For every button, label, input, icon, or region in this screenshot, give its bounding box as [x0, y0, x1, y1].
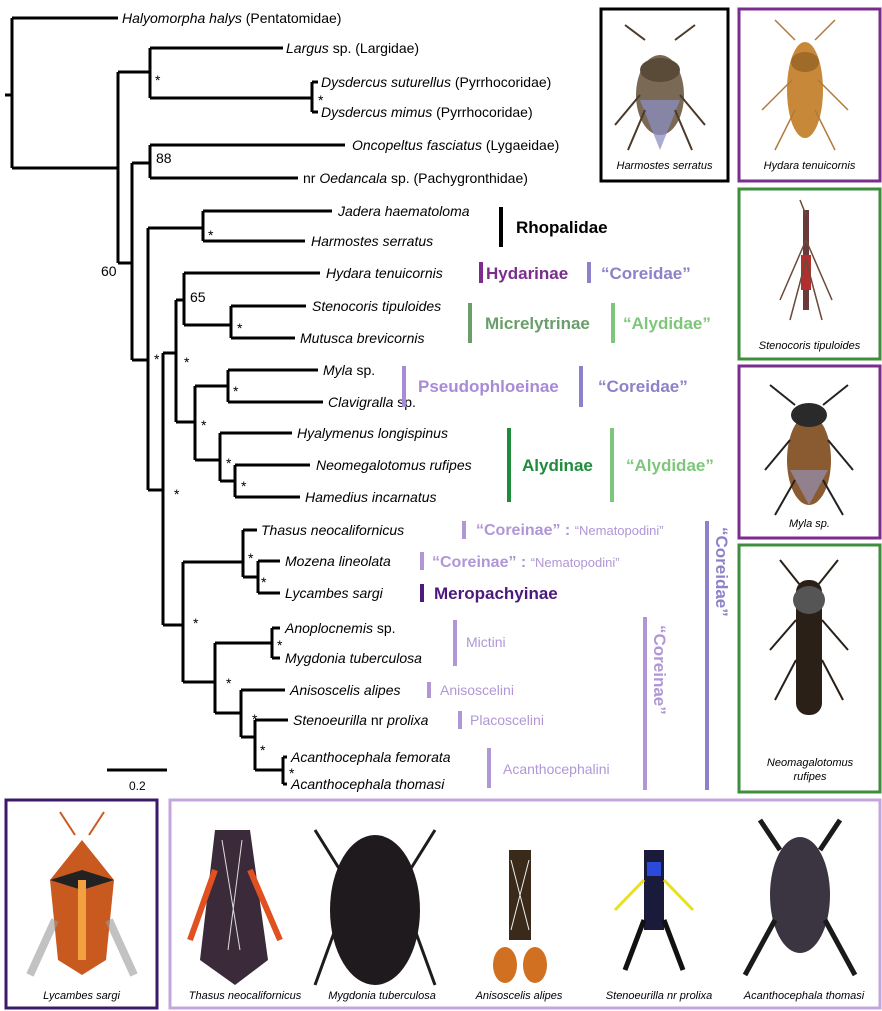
support-star: * — [241, 478, 247, 494]
support-value: 88 — [156, 150, 172, 166]
insect-photos — [6, 9, 880, 1008]
tip-label: Dysdercus mimus (Pyrrhocoridae) — [321, 104, 533, 120]
caption-stenocoris: Stenocoris tipuloides — [739, 340, 880, 352]
label-coreinae-nematopodini: “Coreinae” : “Nematopodini” — [432, 554, 620, 571]
tip-label: Hydara tenuicornis — [326, 265, 443, 281]
support-star: * — [318, 92, 324, 108]
label-coreinae-vertical: “Coreinae” — [650, 625, 669, 715]
label-hydarinae: Hydarinae — [486, 264, 568, 283]
label-coreidae-vertical: “Coreidae” — [712, 527, 731, 617]
label-acanthocephalini: Acanthocephalini — [503, 761, 610, 777]
label-alydidae: “Alydidae” — [626, 456, 714, 475]
support-star: * — [248, 550, 254, 566]
support-value: 60 — [101, 263, 117, 279]
support-star: * — [261, 574, 267, 590]
tip-label: Stenoeurilla nr prolixa — [293, 712, 429, 728]
support-star: * — [277, 637, 283, 653]
tip-label: Myla sp. — [323, 362, 375, 378]
tip-label: Thasus neocalifornicus — [261, 522, 404, 538]
support-star: * — [226, 675, 232, 691]
tip-label: Acanthocephala thomasi — [290, 776, 445, 792]
tree-branches — [5, 18, 345, 784]
label-anisoscelini: Anisoscelini — [440, 682, 514, 698]
label-alydinae: Alydinae — [522, 456, 593, 475]
label-coreidae: “Coreidae” — [601, 264, 691, 283]
label-meropachyinae: Meropachyinae — [434, 584, 558, 603]
support-star: * — [174, 486, 180, 502]
tip-label: Anoplocnemis sp. — [284, 620, 396, 636]
caption-neomegalotomus: Neomagalotomus rufipes — [760, 756, 860, 784]
caption-harmostes: Harmostes serratus — [601, 160, 728, 172]
caption-anisoscelis: Anisoscelis alipes — [460, 990, 578, 1002]
caption-hydara: Hydara tenuicornis — [739, 160, 880, 172]
tip-label: Halyomorpha halys (Pentatomidae) — [122, 10, 341, 26]
caption-stenoeurilla: Stenoeurilla nr prolixa — [594, 990, 724, 1002]
tip-label: Lycambes sargi — [285, 585, 384, 601]
support-star: * — [155, 72, 161, 88]
support-value: 65 — [190, 289, 206, 305]
support-star: * — [184, 354, 190, 370]
tip-label: Neomegalotomus rufipes — [316, 457, 472, 473]
caption-myla: Myla sp. — [739, 518, 880, 530]
support-star: * — [154, 351, 160, 367]
label-alydidae: “Alydidae” — [623, 314, 711, 333]
support-star: * — [233, 383, 239, 399]
label-coreinae-nematopodini: “Coreinae” : “Nematopodini” — [476, 522, 664, 539]
tip-label: Harmostes serratus — [311, 233, 433, 249]
tip-label: Hamedius incarnatus — [305, 489, 437, 505]
tip-label: Mygdonia tuberculosa — [285, 650, 422, 666]
tip-labels: Halyomorpha halys (Pentatomidae) Largus … — [122, 10, 559, 792]
tip-label: Stenocoris tipuloides — [312, 298, 441, 314]
scale-label: 0.2 — [129, 779, 146, 793]
support-star: * — [252, 711, 258, 727]
label-placoscelini: Placoscelini — [470, 712, 544, 728]
group-labels: Rhopalidae Hydarinae “Coreidae” Micrelyt… — [418, 218, 731, 777]
tip-label: Largus sp. (Largidae) — [286, 40, 419, 56]
label-micrelytrinae: Micrelytrinae — [485, 314, 590, 333]
tip-label: Mozena lineolata — [285, 553, 391, 569]
tip-label: Anisoscelis alipes — [289, 682, 401, 698]
tip-label: Dysdercus suturellus (Pyrrhocoridae) — [321, 74, 551, 90]
tip-label: Mutusca brevicornis — [300, 330, 425, 346]
label-mictini: Mictini — [466, 634, 506, 650]
support-star: * — [237, 320, 243, 336]
support-star: * — [289, 765, 295, 781]
label-coreidae: “Coreidae” — [598, 377, 688, 396]
support-star: * — [226, 455, 232, 471]
caption-mygdonia: Mygdonia tuberculosa — [318, 990, 446, 1002]
caption-thasus: Thasus neocalifornicus — [175, 990, 315, 1002]
caption-lycambes: Lycambes sargi — [6, 990, 157, 1002]
tip-label: Acanthocephala femorata — [290, 749, 451, 765]
tip-label: Oncopeltus fasciatus (Lygaeidae) — [352, 137, 559, 153]
support-star: * — [193, 615, 199, 631]
support-star: * — [260, 742, 266, 758]
tip-label: Hyalymenus longispinus — [297, 425, 448, 441]
caption-acanthocephala: Acanthocephala thomasi — [730, 990, 878, 1002]
support-star: * — [208, 227, 214, 243]
support-star: * — [201, 417, 207, 433]
label-rhopalidae: Rhopalidae — [516, 218, 608, 237]
tip-label: nr Oedancala sp. (Pachygronthidae) — [303, 170, 528, 186]
label-pseudophloeinae: Pseudophloeinae — [418, 377, 559, 396]
tip-label: Jadera haematoloma — [337, 203, 470, 219]
